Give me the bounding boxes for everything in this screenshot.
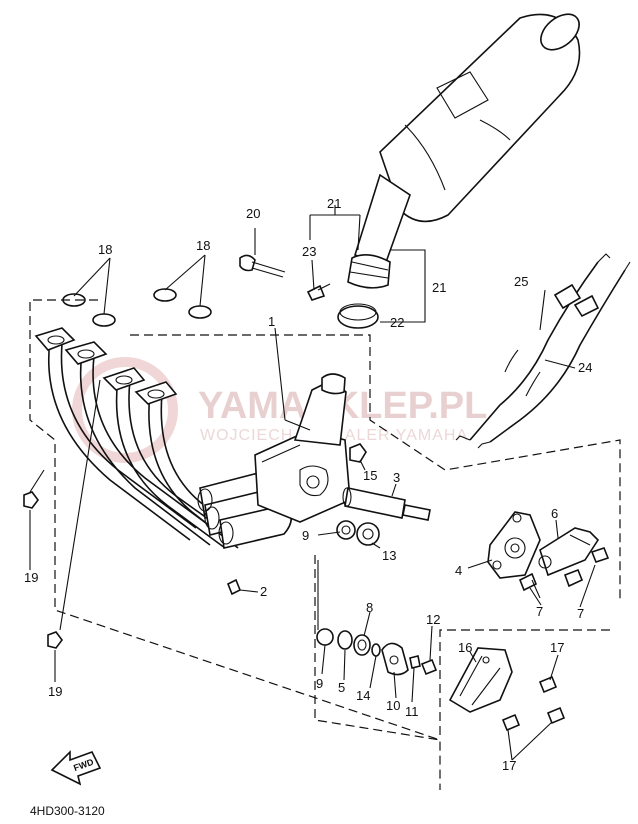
bushing-9 — [336, 520, 356, 540]
callout-15: 15 — [363, 468, 377, 483]
boundary-lines — [29, 299, 621, 790]
lower-linkage — [316, 628, 438, 676]
callout-17a: 17 — [550, 640, 564, 655]
gasket-22 — [337, 303, 379, 329]
callout-18b: 18 — [196, 238, 210, 253]
diagram-code: 4HD300-3120 — [30, 804, 105, 818]
callout-8: 8 — [366, 600, 373, 615]
fwd-arrow-icon: FWD — [50, 750, 102, 786]
header-pipes — [34, 327, 293, 549]
shaft-3 — [342, 487, 431, 521]
callout-14: 14 — [356, 688, 370, 703]
gaskets-18 — [62, 288, 212, 327]
callout-13: 13 — [382, 548, 396, 563]
bracket-4 — [487, 511, 541, 579]
callout-5: 5 — [338, 680, 345, 695]
callout-21a: 21 — [327, 196, 341, 211]
callout-16: 16 — [458, 640, 472, 655]
leader-lines — [29, 205, 596, 761]
callout-19b: 19 — [48, 684, 62, 699]
callout-7b: 7 — [577, 606, 584, 621]
callout-21b: 21 — [432, 280, 446, 295]
throttle-cables — [455, 253, 631, 449]
callout-22: 22 — [390, 315, 404, 330]
callout-18a: 18 — [98, 242, 112, 257]
bolt-20 — [239, 254, 286, 278]
callout-9b: 9 — [316, 676, 323, 691]
callout-4: 4 — [455, 563, 462, 578]
callout-2: 2 — [260, 584, 267, 599]
callout-23: 23 — [302, 244, 316, 259]
callout-24: 24 — [578, 360, 592, 375]
callout-3: 3 — [393, 470, 400, 485]
callouts: 18 18 20 21 23 21 22 1 25 24 15 3 9 13 4… — [24, 196, 592, 773]
callout-25: 25 — [514, 274, 528, 289]
callout-10: 10 — [386, 698, 400, 713]
bolt-23 — [306, 283, 331, 301]
bolts-17 — [501, 675, 566, 732]
nut-15 — [349, 443, 367, 463]
callout-1: 1 — [268, 314, 275, 329]
pulley-6 — [538, 527, 600, 577]
callout-9a: 9 — [302, 528, 309, 543]
muffler — [347, 13, 581, 289]
callout-6: 6 — [551, 506, 558, 521]
bolt-2 — [226, 578, 242, 596]
seal-13 — [356, 522, 380, 546]
callout-17b: 17 — [502, 758, 516, 773]
callout-11: 11 — [405, 704, 419, 719]
callout-12: 12 — [426, 612, 440, 627]
bolts-7 — [518, 547, 610, 599]
callout-7a: 7 — [536, 604, 543, 619]
callout-19a: 19 — [24, 570, 38, 585]
cover-16 — [448, 647, 513, 713]
callout-20: 20 — [246, 206, 260, 221]
nuts-19 — [23, 491, 63, 649]
